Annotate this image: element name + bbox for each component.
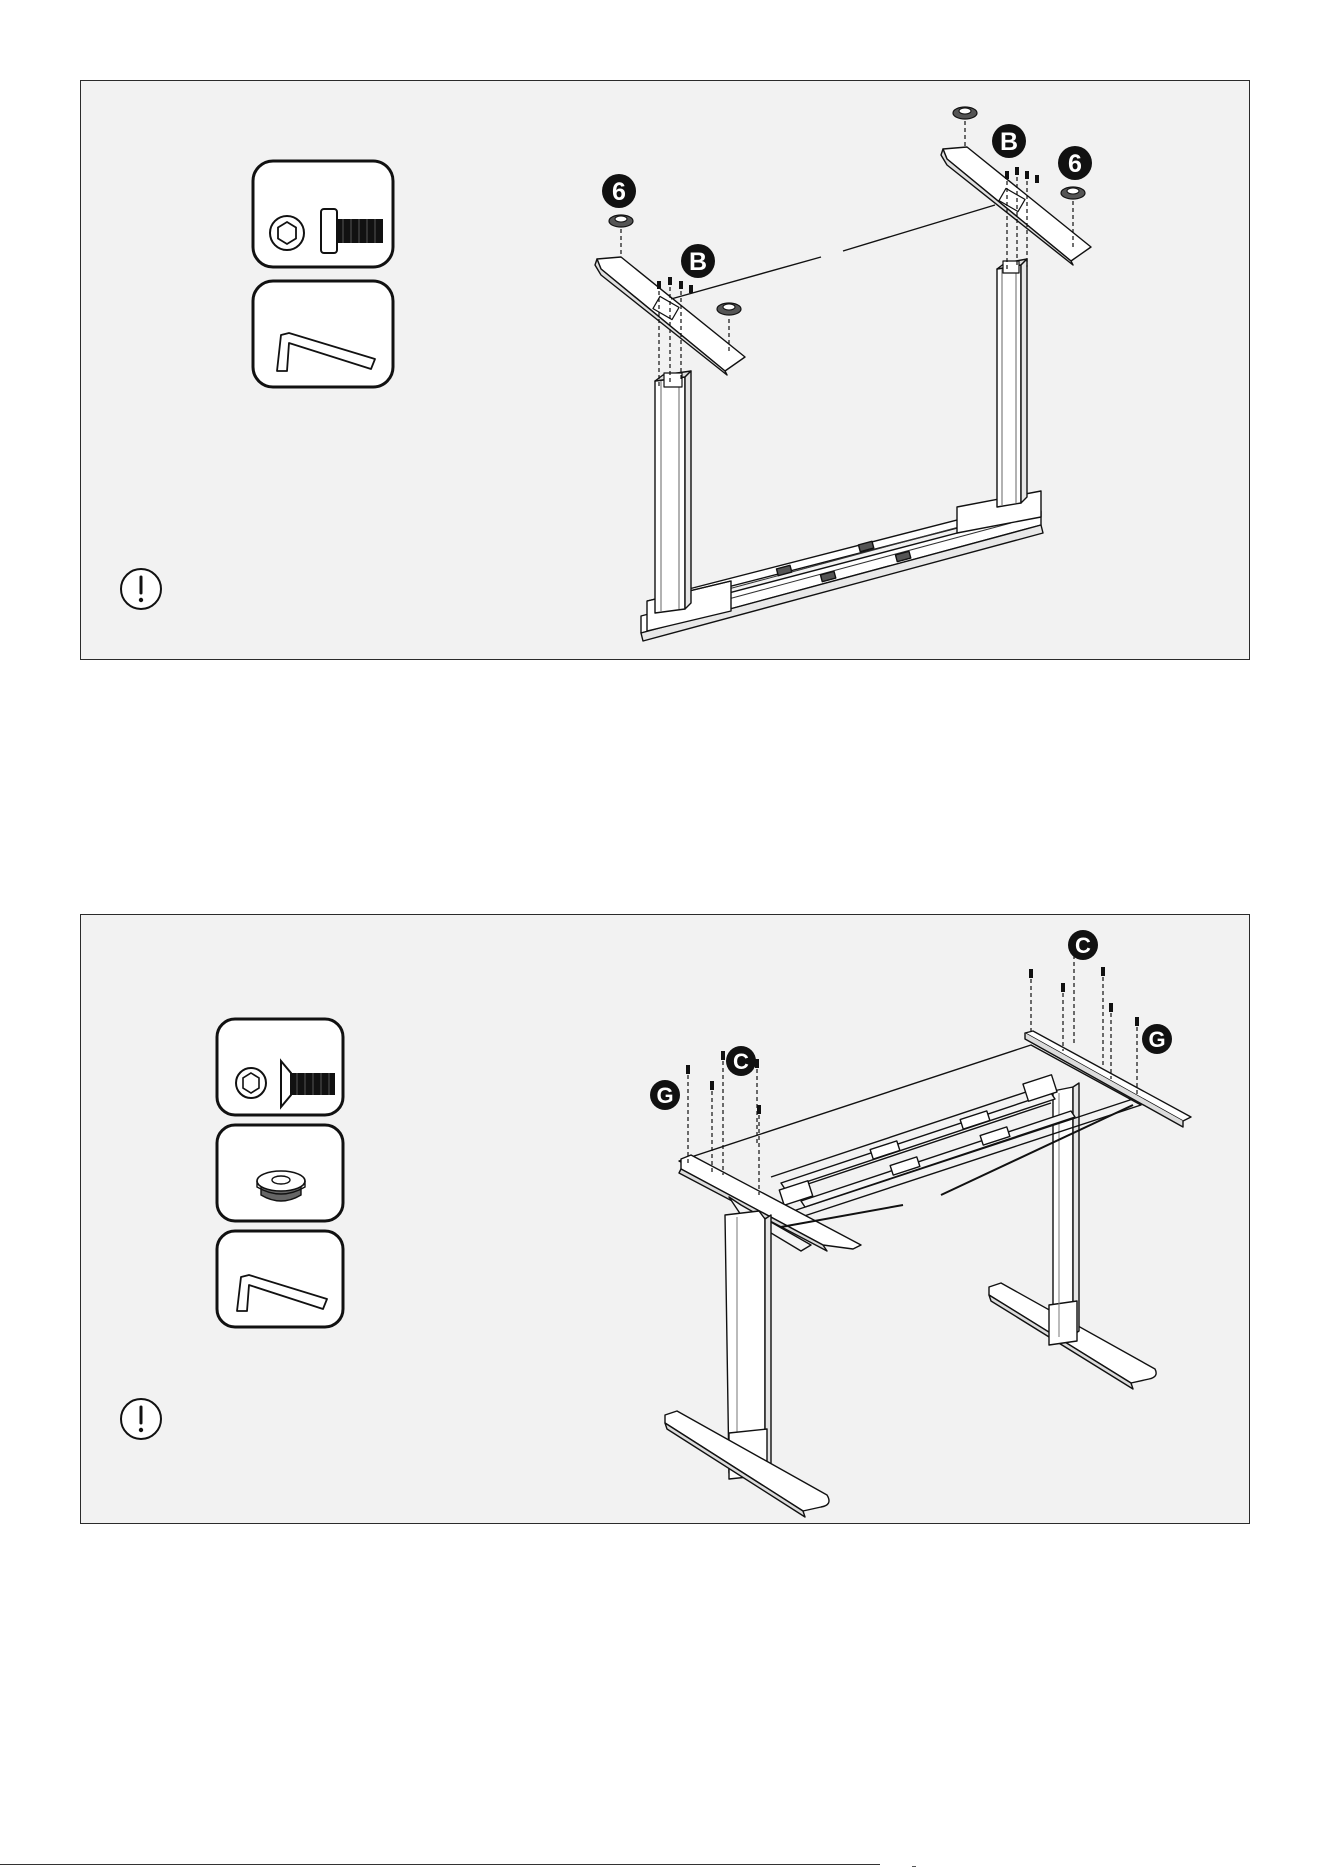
countersunk-bolt-tool-box [217, 1019, 343, 1115]
svg-text:6: 6 [612, 178, 626, 206]
left-leg-column [725, 1211, 771, 1479]
callout-screw-right: B [992, 124, 1026, 158]
screw-group-right [1005, 167, 1039, 183]
flange-nut-tool-box [217, 1125, 343, 1221]
washer-icon [609, 215, 633, 227]
svg-text:B: B [689, 248, 707, 276]
flange-nut-icon [257, 1171, 305, 1201]
step-2-illustration: G C C G [81, 915, 1250, 1524]
svg-text:6: 6 [1068, 150, 1082, 178]
callout-screw-left: C [726, 1046, 756, 1076]
callout-washer-right: 6 [1058, 146, 1092, 180]
step-2-panel: G C C G [80, 914, 1250, 1524]
svg-text:G: G [656, 1083, 673, 1108]
callout-screw-left: B [681, 244, 715, 278]
svg-text:C: C [733, 1049, 749, 1074]
callout-screw-right: C [1068, 930, 1098, 960]
alignment-line [671, 205, 995, 299]
allen-key-tool-box [253, 281, 393, 387]
desk-frame-assembly [665, 1031, 1191, 1517]
crossbar-frame [641, 491, 1043, 641]
callout-washer-left: 6 [602, 174, 636, 208]
footer-rule [0, 1864, 880, 1865]
hex-bolt-tool-box [253, 161, 393, 267]
exclamation-icon [121, 569, 161, 609]
right-leg-column [997, 259, 1027, 507]
left-leg-column [655, 371, 691, 613]
washer-icon [953, 107, 977, 119]
callout-fastener-left: G [650, 1080, 680, 1110]
callout-fastener-right: G [1142, 1024, 1172, 1054]
allen-key-tool-box [217, 1231, 343, 1327]
svg-text:G: G [1148, 1027, 1165, 1052]
washer-icon [1061, 187, 1085, 199]
washer-icon [717, 303, 741, 315]
step-1-illustration: 6 B B 6 [81, 81, 1250, 660]
step-1-panel: 6 B B 6 [80, 80, 1250, 660]
exclamation-icon [121, 1399, 161, 1439]
footer-mark [912, 1866, 916, 1867]
svg-text:B: B [1000, 128, 1018, 156]
svg-text:C: C [1075, 933, 1091, 958]
